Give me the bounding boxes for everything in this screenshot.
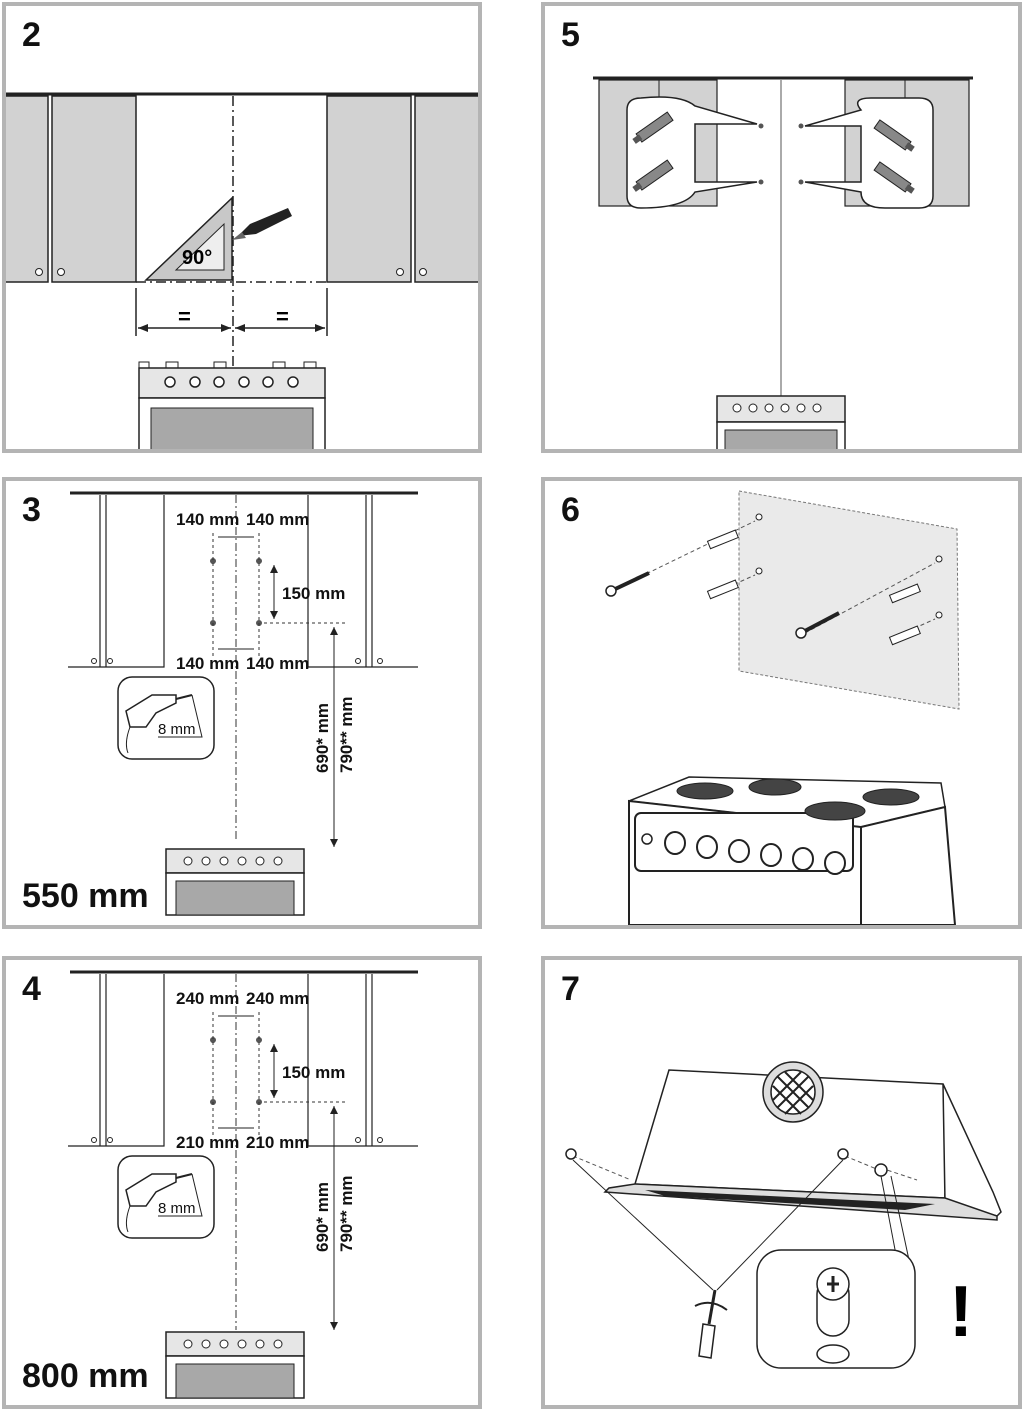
svg-text:90°: 90° (182, 247, 212, 269)
step-6-drawing (605, 490, 960, 925)
wall-cabinets-right (326, 95, 478, 283)
panel-step-5: 5 (541, 2, 1022, 453)
dim-top-left: 240 mm (176, 989, 239, 1008)
step-number: 7 (561, 970, 580, 1008)
keyhole-screw-icon (756, 1249, 916, 1369)
step-5-drawing (593, 76, 973, 449)
cooker-width-label: 550 mm (22, 877, 149, 915)
drill-icon: 8 mm (117, 1155, 215, 1239)
dim-bottom-right: 140 mm (246, 654, 309, 673)
step-3-drawing: 140 mm 140 mm 150 mm 140 mm 140 mm 690* … (68, 491, 418, 916)
step-4-drawing: 240 mm 240 mm 150 mm 210 mm 210 mm 690* … (68, 970, 418, 1399)
step-2-drawing: 90° = = (6, 92, 478, 449)
drill-size-label: 8 mm (158, 1200, 196, 1217)
step-number: 4 (22, 970, 41, 1008)
cooker-icon (165, 1331, 305, 1399)
set-square-icon: 90° (144, 196, 233, 281)
screw-icon (605, 571, 650, 597)
panel-step-3: 140 mm 140 mm 150 mm 140 mm 140 mm 690* … (2, 477, 482, 929)
warning-mark: ! (949, 1272, 973, 1352)
drill-icon: 8 mm (117, 676, 215, 760)
wall-plug-callout-left (626, 96, 758, 209)
pencil-icon (232, 208, 292, 240)
cooker-icon (628, 776, 957, 925)
step-number: 2 (22, 16, 41, 54)
wall-cabinets-left (6, 95, 137, 283)
wall-plug-icon (706, 579, 739, 600)
wall-plug-icon (888, 583, 921, 604)
dim-bottom-left: 210 mm (176, 1133, 239, 1152)
dim-vertical: 150 mm (282, 1063, 345, 1082)
panel-step-6: 6 (541, 477, 1022, 929)
dim-top-left: 140 mm (176, 510, 239, 529)
dim-top-right: 240 mm (246, 989, 309, 1008)
step-number: 3 (22, 491, 41, 529)
cooker-icon (138, 361, 326, 449)
equal-left-label: = (178, 304, 191, 329)
cooker-icon (165, 848, 305, 916)
dim-top-right: 140 mm (246, 510, 309, 529)
step-number: 6 (561, 491, 580, 529)
panel-step-7: ! 7 (541, 956, 1022, 1409)
screw-icon (795, 611, 840, 639)
dim-bottom-right: 210 mm (246, 1133, 309, 1152)
step-7-drawing: ! (565, 1061, 1002, 1369)
dim-height-b: 790** mm (337, 1175, 356, 1252)
wall-plug-icon (632, 111, 674, 144)
dim-height-b: 790** mm (337, 696, 356, 773)
drill-size-label: 8 mm (158, 721, 196, 738)
dim-vertical: 150 mm (282, 584, 345, 603)
dim-height-a: 690* mm (313, 1182, 332, 1252)
screw-icon (565, 1148, 577, 1160)
wall-plug-callout-right (804, 97, 934, 209)
wall-plug-icon (873, 119, 915, 152)
range-hood-icon (603, 1061, 1002, 1221)
cooker-width-label: 800 mm (22, 1357, 149, 1395)
dim-bottom-left: 140 mm (176, 654, 239, 673)
panel-step-4: 240 mm 240 mm 150 mm 210 mm 210 mm 690* … (2, 956, 482, 1409)
step-number: 5 (561, 16, 580, 54)
screwdriver-icon (694, 1289, 728, 1359)
wall-plug-icon (632, 159, 674, 192)
cooker-icon (716, 395, 846, 449)
wall-plug-icon (873, 161, 915, 194)
dim-height-a: 690* mm (313, 703, 332, 773)
screw-icon (837, 1148, 849, 1160)
wall-plug-icon (888, 625, 921, 646)
panel-step-2: 90° = = (2, 2, 482, 453)
equal-right-label: = (276, 304, 289, 329)
wall-plug-icon (706, 529, 739, 550)
